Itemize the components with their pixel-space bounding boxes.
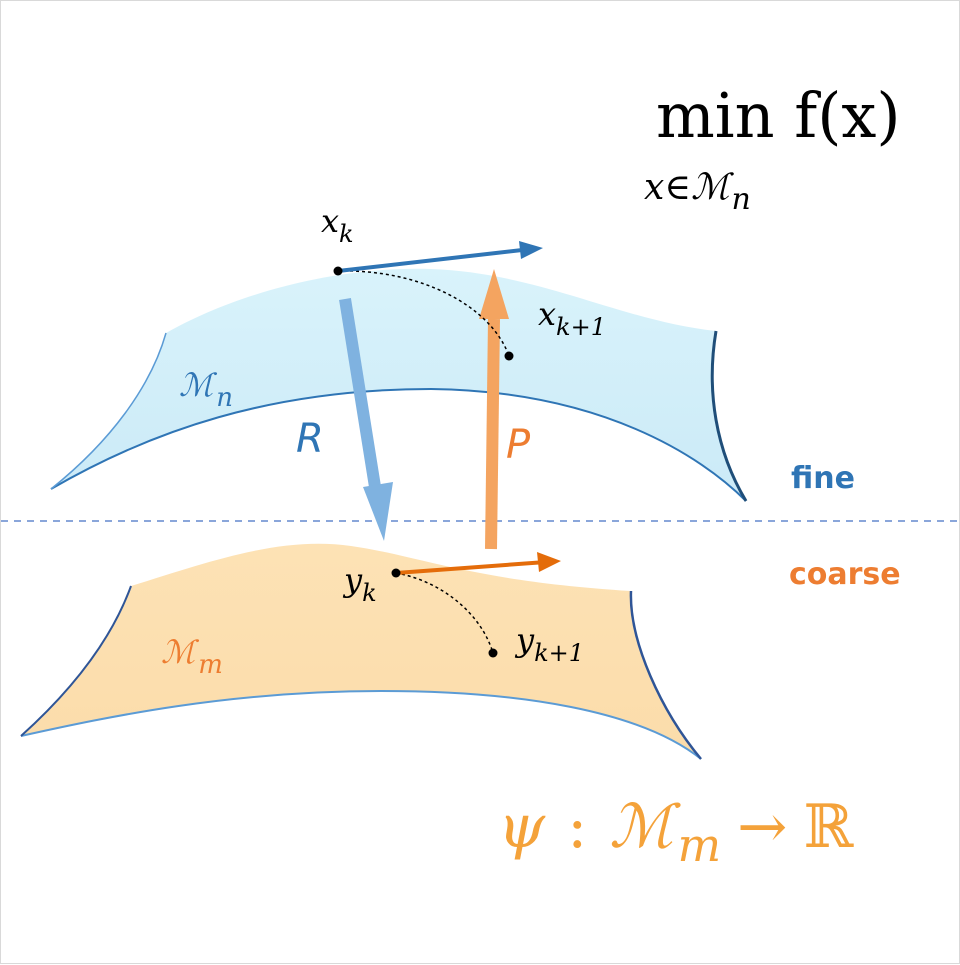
coarse-function-psi: ψ [498,792,546,862]
coarse-function-arrow: → [737,792,787,862]
objective-formula: min f(x) x∈ℳn [644,79,901,217]
restriction-arrow [339,298,393,541]
coarse-function-colon: : [567,792,587,862]
point-y-k1-dot [488,648,498,658]
prolongation-label: P [506,422,531,468]
fine-tangent-arrowhead [519,241,543,259]
coarse-manifold-surface [21,543,701,759]
fine-manifold-right-edge [710,330,748,502]
coarse-manifold-label-symbol: ℳ [161,633,200,671]
label-y-k1: yk+1 [514,621,584,667]
objective-constraint-base: x∈ℳ [644,167,734,208]
coarse-tangent-arrowhead [537,552,561,572]
coarse-manifold-front-edge [20,689,702,760]
coarse-geodesic-path [395,572,494,654]
coarse-function-domain-index: m [677,818,721,872]
fine-manifold-left-edge [50,332,167,490]
fine-manifold-label-index: n [216,383,233,413]
coarse-manifold [20,543,702,760]
fine-manifold [50,268,748,502]
fine-step [333,241,543,361]
label-y-k: yk [342,561,377,607]
point-x-k-dot [333,266,343,276]
coarse-manifold-left-edge [20,585,132,737]
fine-manifold-surface [51,268,746,501]
objective-main: min f(x) [656,79,901,152]
coarse-function-formula: ψ: ℳm →ℝ [498,792,854,872]
fine-level-label: fine [791,461,855,496]
fine-manifold-label-symbol: ℳ [179,366,218,404]
coarse-level-label: coarse [789,557,901,592]
point-x-k1-dot [504,351,514,361]
label-y-k-base: y [342,561,363,599]
fine-geodesic-path [337,270,510,357]
label-x-k1: xk+1 [538,295,606,341]
label-x-k: xk [321,202,354,248]
label-y-k-sub: k [362,579,377,607]
coarse-tangent-vector [395,560,547,575]
fine-manifold-front-edge [50,387,747,502]
label-y-k1-base: y [514,621,535,659]
label-y-k1-sub: k+1 [534,639,584,667]
label-x-k1-base: x [538,295,556,333]
coarse-manifold-label-index: m [198,650,223,680]
fine-tangent-vector [337,244,533,273]
objective-constraint-index: n [731,182,750,217]
coarse-function-domain-symbol: ℳ [609,792,681,862]
prolongation-arrow [479,269,509,550]
coarse-step [391,552,561,658]
label-x-k-base: x [321,202,339,240]
objective-constraint: x∈ℳn [644,167,751,217]
label-x-k-sub: k [339,220,354,248]
point-y-k-dot [391,568,401,578]
coarse-manifold-right-edge [629,590,702,760]
coarse-function-codomain: ℝ [803,792,854,862]
label-x-k1-sub: k+1 [556,313,606,341]
restriction-label: R [296,416,324,462]
